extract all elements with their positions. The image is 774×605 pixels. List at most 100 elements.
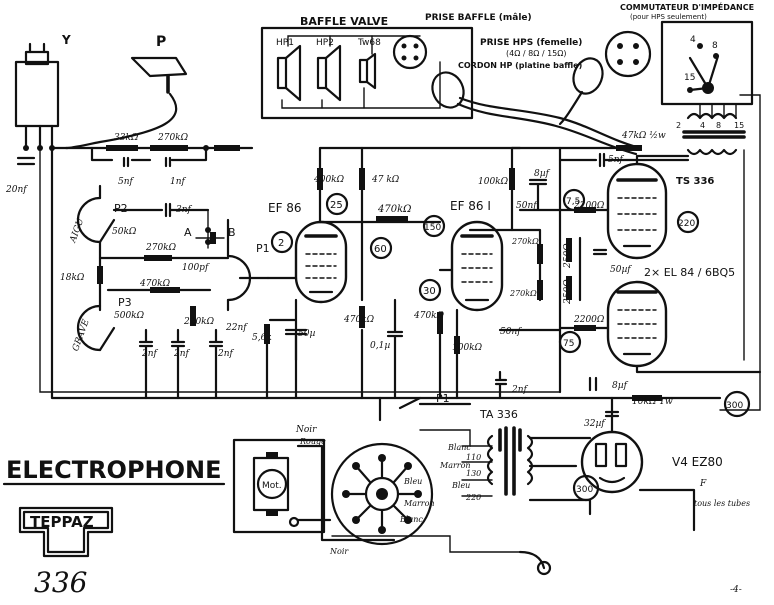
- tonearm-head-icon: P: [64, 34, 188, 150]
- c-32uf: 32µf: [584, 419, 606, 429]
- power-stage: 2× EL 84 / 6BQ5 7,5 75 220 2200Ω 2200Ω 2…: [510, 130, 762, 394]
- speaker-hp2-icon: [316, 44, 342, 102]
- baffle-socket-icon: [392, 34, 428, 70]
- c-2nf-b: 2nf: [173, 349, 191, 359]
- c-2nf-a: 2nf: [141, 349, 159, 359]
- r-5k6: 5,6k: [252, 333, 272, 343]
- r-270k-mid: 270kΩ: [145, 243, 177, 253]
- cartridge-y-label: Y: [61, 33, 71, 47]
- c-3nf: 3nf: [176, 205, 193, 215]
- ef86-tube-icon: [294, 220, 348, 304]
- c-50uf-cathode: 50µf: [610, 265, 632, 275]
- tap-4: 4: [690, 35, 696, 45]
- voltage-2: 2: [278, 238, 284, 249]
- tap-15: 15: [684, 73, 695, 83]
- voltage-60: 60: [374, 244, 387, 255]
- mains-transformer: [486, 426, 534, 496]
- wire-rouge: Rouge: [299, 437, 326, 446]
- speaker-cord: PRISE HPS (femelle) (4Ω / 8Ω / 15Ω) CORD…: [431, 38, 642, 156]
- voltage-30: 30: [423, 286, 436, 297]
- hp1-label: HP1: [276, 38, 294, 48]
- output-transformer: 2 4 8 15 TS 336: [676, 94, 761, 411]
- r-47k-feedback: 47kΩ ½w: [621, 130, 666, 141]
- cord-label: CORDON HP (platine baffle): [458, 61, 582, 70]
- tap-blanc: Blanc: [447, 443, 471, 452]
- tap-8b: 8: [716, 121, 721, 130]
- brand-block: ELECTROPHONE TEPPAZ 336 -4-: [2, 456, 742, 599]
- speaker-hp1-icon: [276, 44, 302, 102]
- pickup-cartridge: Y 20nf: [5, 33, 71, 195]
- output-transformer-label: TS 336: [676, 176, 714, 187]
- c-8uf-supply: 8µf: [612, 381, 629, 391]
- preamp-tube-label: EF 86: [268, 201, 302, 215]
- p3-label: P3: [118, 296, 132, 309]
- r-2200-b: 2200Ω: [573, 315, 605, 325]
- tap-130: 130: [466, 469, 481, 478]
- p1-volume-label: P1: [256, 242, 270, 255]
- r-470k-tone: 470kΩ: [139, 279, 171, 289]
- preamp-stage: EF 86 25 2 400kΩ 47 kΩ 470kΩ 60 5,6k 50µ…: [252, 146, 522, 400]
- teppaz-logo: TEPPAZ: [30, 513, 94, 531]
- tap-15b: 15: [734, 121, 744, 130]
- r-220k: 220kΩ: [183, 317, 215, 327]
- switch-b-label: B: [228, 226, 236, 239]
- wire-noir-bottom: Noir: [329, 547, 349, 556]
- c-5nf: 5nf: [118, 177, 135, 187]
- tap-2: 2: [676, 121, 681, 130]
- c-100pf: 100pf: [182, 263, 210, 273]
- r-10k-1w: 10kΩ 1w: [632, 397, 673, 407]
- ez80-rectifier-icon: [580, 430, 644, 494]
- mains-transformer-label: TA 336: [479, 408, 518, 421]
- el84-b-tube-icon: [606, 280, 668, 368]
- c-5nf-feedback: 5nf: [608, 155, 625, 165]
- driver-tube-label: EF 86 I: [450, 199, 491, 213]
- baffle-plug-label: PRISE BAFFLE (mâle): [425, 13, 532, 23]
- motor-label: Mot.: [262, 481, 282, 491]
- impedance-switch-sub: (pour HPS seulement): [630, 13, 707, 21]
- tap-4b: 4: [700, 121, 705, 130]
- hps-socket-icon: [604, 30, 652, 78]
- motor-section: Mot. Noir Rouge Noir Bleu Marron Blanc B…: [232, 425, 552, 576]
- hps-jack-sub: (4Ω / 8Ω / 15Ω): [506, 49, 567, 58]
- hp2-label: HP2: [316, 38, 334, 48]
- heater-note: tous les tubes: [694, 499, 750, 508]
- c-22nf: 22nf: [225, 323, 248, 333]
- model-number: 336: [34, 566, 87, 599]
- voltage-75: 75: [563, 339, 574, 349]
- electrophone-title: ELECTROPHONE: [6, 456, 222, 484]
- tonearm-label: P: [156, 34, 166, 50]
- r-270k-top: 270kΩ: [157, 133, 189, 143]
- wire-blanc: Blanc: [399, 515, 423, 524]
- voltage-300-top: 300: [726, 401, 743, 411]
- r-470k-grid: 470kΩ: [343, 315, 375, 325]
- wire-bleu: Bleu: [403, 477, 422, 486]
- r-270k-driver-b: 270kΩ: [509, 289, 537, 298]
- r-18k: 18kΩ: [60, 273, 85, 283]
- wire-noir-top: Noir: [295, 425, 317, 435]
- r-100k-cathode: 100kΩ: [452, 343, 483, 353]
- p3-value: 500kΩ: [114, 311, 145, 321]
- voltage-220: 220: [678, 219, 695, 229]
- c-50nf-b: 50nf: [500, 327, 522, 337]
- cartridge-cap-label: 20nf: [5, 185, 28, 195]
- voltage-150: 150: [424, 223, 441, 233]
- ef86i-tube-icon: [450, 220, 504, 312]
- tap-110: 110: [466, 453, 481, 462]
- tap-220: 220: [465, 493, 481, 502]
- power-supply: 2nf 8µf 10kΩ 1w 32µf 300 V4 EZ80 F tous …: [378, 370, 750, 532]
- r-470k-driver: 470kΩ: [413, 311, 445, 321]
- r-2200-a: 2200Ω: [573, 201, 605, 211]
- hps-jack-label: PRISE HPS (femelle): [480, 38, 582, 48]
- rectifier-label: V4 EZ80: [672, 455, 723, 469]
- c-0u1: 0,1µ: [370, 341, 390, 351]
- r-270k-driver-a: 270kΩ: [511, 237, 539, 246]
- mains-switch-label: P1: [436, 392, 450, 405]
- switch-a-label: A: [184, 226, 192, 239]
- tap-bleu: Bleu: [451, 481, 470, 490]
- voltage-7-5: 7,5: [566, 197, 580, 207]
- baffle-title: BAFFLE VALVE: [300, 15, 388, 28]
- c-2nf-supply: 2nf: [511, 385, 529, 395]
- aigu-label: AIGU: [68, 217, 86, 245]
- page-ref: -4-: [730, 585, 742, 595]
